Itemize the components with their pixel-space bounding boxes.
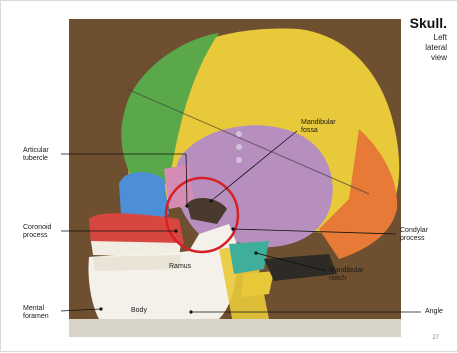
- title-block: Skull. Left lateral view: [410, 15, 447, 63]
- page-number: 27: [432, 335, 439, 341]
- label-mandibular-notch: Mandibular notch: [329, 267, 364, 283]
- label-ramus: Ramus: [169, 263, 191, 271]
- label-angle: Angle: [425, 308, 443, 316]
- label-coronoid-process: Coronoid process: [23, 224, 51, 240]
- label-condylar-process: Condylar process: [400, 227, 428, 243]
- label-mandibular-fossa: Mandibular fossa: [301, 119, 336, 135]
- slide-title: Skull.: [410, 15, 447, 31]
- slide-subtitle: Left lateral view: [410, 33, 447, 63]
- label-mental-foramen: Mental foramen: [23, 305, 49, 321]
- label-articular-tubercle: Articular tubercle: [23, 147, 49, 163]
- label-body: Body: [131, 307, 147, 315]
